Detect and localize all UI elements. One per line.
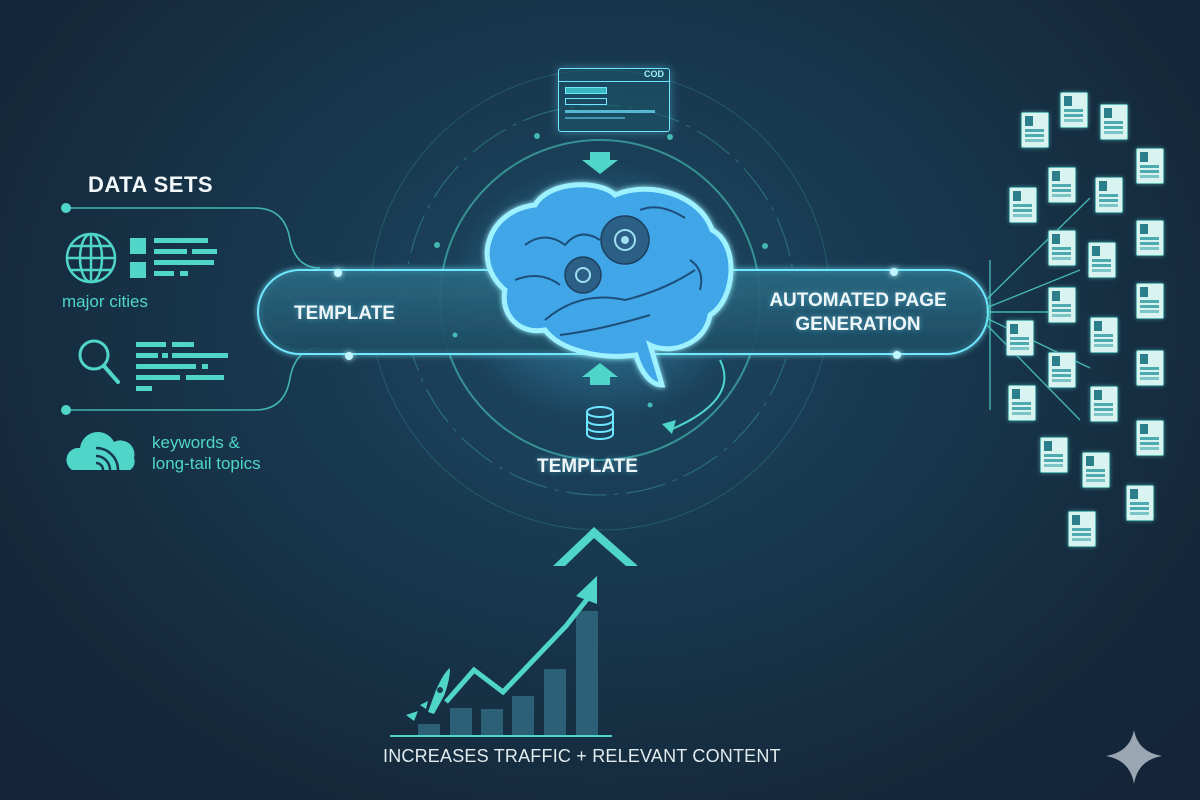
card-title: COD	[644, 69, 664, 79]
keywords-label-line2: long-tail topics	[152, 454, 261, 473]
traffic-caption: INCREASES TRAFFIC + RELEVANT CONTENT	[383, 746, 781, 766]
web-page-icon	[1136, 350, 1164, 386]
web-page-icon	[1088, 242, 1116, 278]
web-page-icon	[1021, 112, 1049, 148]
web-page-icon	[1068, 511, 1096, 547]
web-page-icon	[1040, 437, 1068, 473]
web-page-icon	[1095, 177, 1123, 213]
web-page-icon	[1048, 287, 1076, 323]
template-bottom-label: TEMPLATE	[537, 456, 638, 477]
major-cities-label: major cities	[62, 292, 148, 311]
web-page-icon	[1136, 283, 1164, 319]
web-page-icon	[1048, 352, 1076, 388]
automated-label-line2: GENERATION	[795, 314, 921, 335]
automated-label-line1: AUTOMATED PAGE	[769, 290, 947, 311]
template-left-label: TEMPLATE	[294, 303, 395, 324]
web-page-icon	[1126, 485, 1154, 521]
web-page-icon	[1090, 386, 1118, 422]
web-page-icon	[1100, 104, 1128, 140]
web-page-icon	[1006, 320, 1034, 356]
web-page-icon	[1090, 317, 1118, 353]
data-sets-title: DATA SETS	[88, 172, 214, 197]
web-page-icon	[1009, 187, 1037, 223]
web-page-icon	[1060, 92, 1088, 128]
template-code-card: COD	[558, 68, 670, 132]
automated-page-generation-label: AUTOMATED PAGE GENERATION	[762, 289, 954, 337]
web-page-icon	[1136, 148, 1164, 184]
web-page-icon	[1082, 452, 1110, 488]
keywords-label: keywords & long-tail topics	[152, 432, 261, 474]
web-page-icon	[1136, 420, 1164, 456]
web-page-icon	[1048, 167, 1076, 203]
web-page-icon	[1136, 220, 1164, 256]
web-page-icon	[1008, 385, 1036, 421]
web-page-icon	[1048, 230, 1076, 266]
keywords-label-line1: keywords &	[152, 433, 240, 452]
